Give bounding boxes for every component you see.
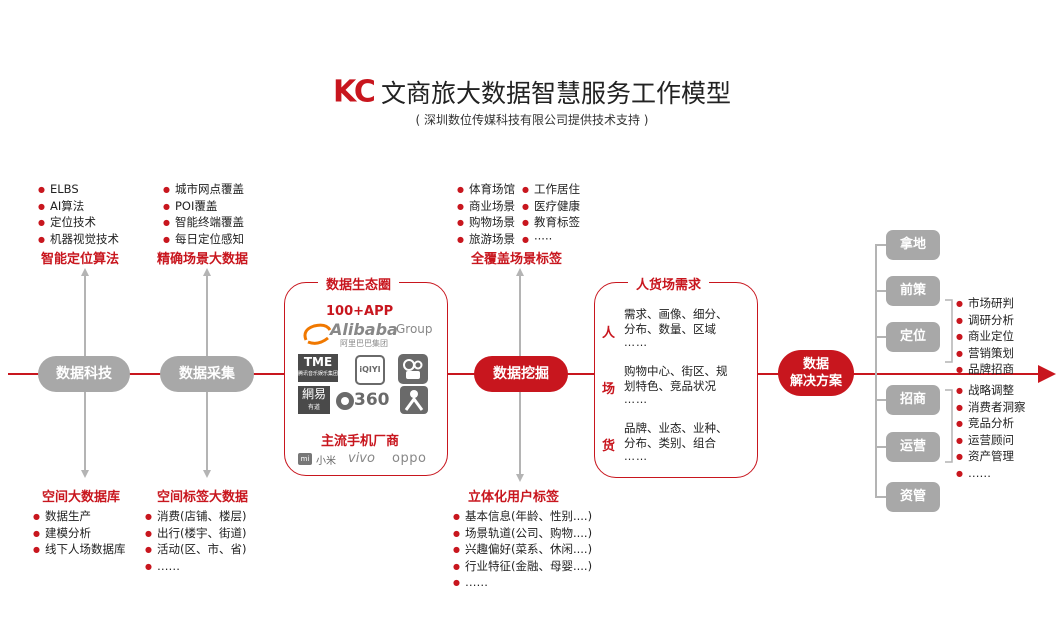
- col1-bottom-title: 空间大数据库: [42, 490, 121, 505]
- list-item: 消费(店铺、楼层): [145, 509, 246, 526]
- list-item: 线下人场数据库: [33, 542, 126, 559]
- kc-logo: KC: [333, 74, 376, 110]
- list-item: 旅游场景: [457, 232, 515, 249]
- mining-bottom-title: 立体化用户标签: [468, 490, 560, 505]
- solution-item-operation[interactable]: 运营: [886, 432, 940, 462]
- list-item: 定位技术: [38, 215, 119, 232]
- ximalaya-logo: [400, 386, 428, 414]
- 360-logo: 360: [334, 390, 396, 412]
- demand-row-goods: 品牌、业态、业种、 分布、类别、组合 ……: [624, 421, 728, 463]
- list-item: 市场研判: [956, 296, 1014, 313]
- list-item: POI覆盖: [163, 199, 244, 216]
- demand-label-people: 人: [602, 326, 616, 341]
- solution-bracket: [875, 244, 886, 498]
- list-item: 教育标签: [522, 215, 580, 232]
- xiaomi-label: 小米: [316, 456, 336, 467]
- list-item: 兴趣偏好(菜系、休闲....): [453, 542, 592, 559]
- mining-bottom-list: 基本信息(年龄、性别....) 场景轨道(公司、购物....) 兴趣偏好(菜系、…: [453, 509, 592, 592]
- list-item: 建模分析: [33, 526, 125, 543]
- mining-top-title: 全覆盖场景标签: [471, 252, 563, 267]
- list-item: 每日定位感知: [163, 232, 244, 249]
- list-item: 资产管理: [956, 449, 1025, 466]
- list-item: 活动(区、市、省): [145, 542, 246, 559]
- solution-item-positioning[interactable]: 定位: [886, 322, 940, 352]
- data-collection-node[interactable]: 数据采集: [160, 356, 254, 392]
- list-item: 调研分析: [956, 313, 1014, 330]
- main-flow-arrowhead: [1038, 365, 1056, 383]
- list-item: ·····: [522, 232, 580, 249]
- page-subtitle: ( 深圳数位传媒科技有限公司提供技术支持 ): [415, 113, 649, 127]
- kuaishou-logo: [398, 354, 428, 384]
- lower-list-bracket: [945, 389, 953, 463]
- oppo-logo: oppo: [392, 451, 427, 466]
- col2-bottom-title: 空间标签大数据: [157, 490, 249, 505]
- list-item: 战略调整: [956, 383, 1025, 400]
- col2-top-title: 精确场景大数据: [157, 252, 249, 267]
- solution-item-land[interactable]: 拿地: [886, 230, 940, 260]
- list-item: 体育场馆: [457, 182, 515, 199]
- list-item: 医疗健康: [522, 199, 580, 216]
- data-tech-node[interactable]: 数据科技: [38, 356, 130, 392]
- ecosystem-title: 数据生态圈: [318, 274, 400, 293]
- solution-upper-list: 市场研判 调研分析 商业定位 营销策划 品牌招商: [956, 296, 1014, 379]
- xiaomi-icon: mi: [298, 453, 312, 465]
- phone-maker-title: 主流手机厂商: [321, 434, 400, 449]
- list-item: 运营顾问: [956, 433, 1025, 450]
- list-item: ……: [145, 559, 246, 576]
- person-icon: [404, 390, 424, 411]
- 360-icon: [336, 392, 354, 410]
- data-solution-node[interactable]: 数据 解决方案: [778, 350, 854, 396]
- mining-top-list-left: 体育场馆 商业场景 购物场景 旅游场景: [457, 182, 515, 248]
- netease-logo: 網易 有道: [298, 386, 330, 414]
- tme-logo: TME 腾讯音乐娱乐集团: [298, 354, 338, 382]
- alibaba-logo: Alibaba Group 阿里巴巴集团: [300, 320, 440, 350]
- list-item: 机器视觉技术: [38, 232, 119, 249]
- solution-lower-list: 战略调整 消费者洞察 竞品分析 运营顾问 资产管理 ……: [956, 383, 1026, 483]
- list-item: 智能终端覆盖: [163, 215, 244, 232]
- list-item: 场景轨道(公司、购物....): [453, 526, 592, 543]
- solution-item-planning[interactable]: 前策: [886, 276, 940, 306]
- data-mining-node[interactable]: 数据挖掘: [474, 356, 568, 392]
- list-item: 出行(楼宇、街道): [145, 526, 246, 543]
- demand-row-people: 需求、画像、细分、 分布、数量、区域 ……: [624, 307, 728, 349]
- col2-bottom-list: 消费(店铺、楼层) 出行(楼宇、街道) 活动(区、市、省) ……: [145, 509, 246, 575]
- vivo-logo: vivo: [348, 451, 375, 466]
- list-item: 营销策划: [956, 346, 1014, 363]
- list-item: 城市网点覆盖: [163, 182, 244, 199]
- list-item: 商业场景: [457, 199, 515, 216]
- list-item: AI算法: [38, 199, 119, 216]
- col2-top-list: 城市网点覆盖 POI覆盖 智能终端覆盖 每日定位感知: [163, 182, 244, 248]
- mining-top-list-right: 工作居住 医疗健康 教育标签 ·····: [522, 182, 580, 248]
- list-item: 商业定位: [956, 329, 1014, 346]
- solution-item-asset[interactable]: 资管: [886, 482, 940, 512]
- list-item: 品牌招商: [956, 362, 1014, 379]
- list-item: 工作居住: [522, 182, 580, 199]
- demand-label-place: 场: [602, 382, 616, 397]
- list-item: 购物场景: [457, 215, 515, 232]
- alibaba-icon: [303, 323, 332, 345]
- demand-title: 人货场需求: [628, 274, 710, 293]
- list-item: ……: [956, 466, 1025, 483]
- list-item: ……: [453, 575, 592, 592]
- kuaishou-icon: [403, 359, 423, 379]
- app-count: 100+APP: [326, 304, 394, 319]
- list-item: 竞品分析: [956, 416, 1025, 433]
- list-item: 数据生产: [33, 509, 125, 526]
- demand-label-goods: 货: [602, 439, 616, 454]
- upper-list-bracket: [945, 299, 953, 363]
- title-text: 文商旅大数据智慧服务工作模型: [380, 79, 731, 108]
- list-item: 基本信息(年龄、性别....): [453, 509, 592, 526]
- demand-box: [594, 282, 758, 478]
- col1-top-title: 智能定位算法: [41, 252, 120, 267]
- list-item: ELBS: [38, 182, 119, 199]
- demand-row-place: 购物中心、街区、规 划特色、竞品状况 ……: [624, 364, 728, 406]
- col1-bottom-list: 数据生产 建模分析 线下人场数据库: [33, 509, 126, 559]
- list-item: 消费者洞察: [956, 400, 1026, 417]
- iqiyi-logo: iQIYI: [355, 355, 385, 385]
- col1-top-list: ELBS AI算法 定位技术 机器视觉技术: [38, 182, 119, 248]
- solution-item-leasing[interactable]: 招商: [886, 385, 940, 415]
- list-item: 行业特征(金融、母婴....): [453, 559, 592, 576]
